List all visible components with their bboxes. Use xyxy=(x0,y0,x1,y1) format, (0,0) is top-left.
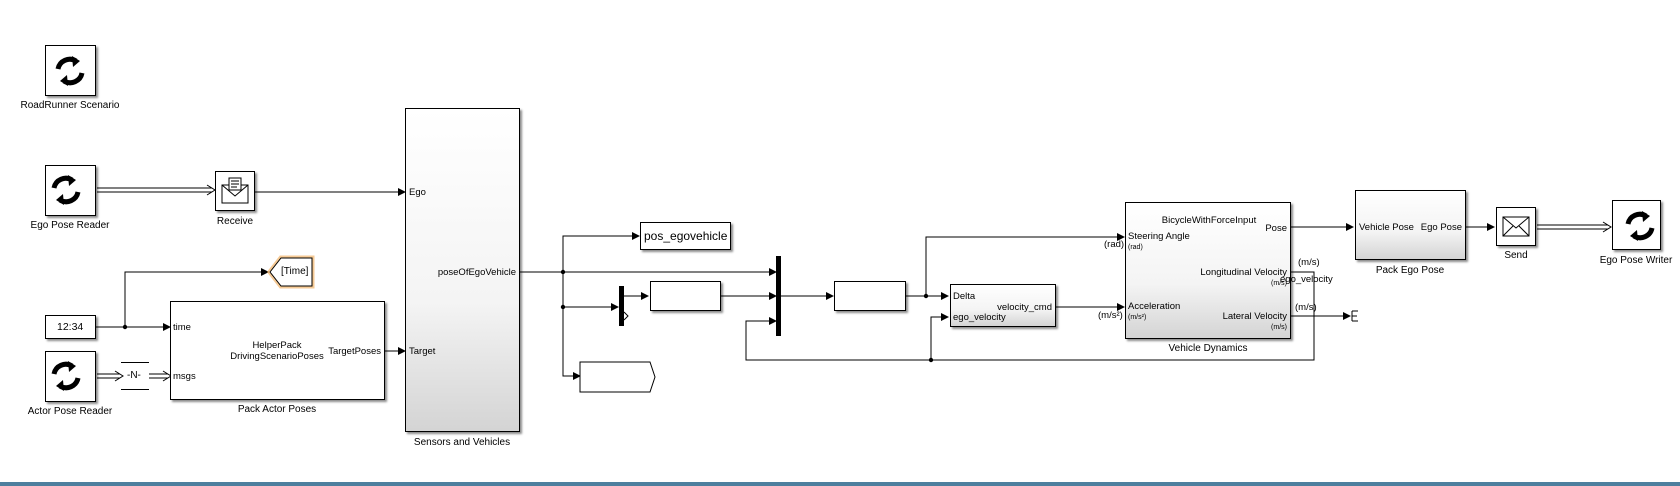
receive-block[interactable] xyxy=(215,171,255,211)
signal-mux-to-controller[interactable] xyxy=(781,233,1125,311)
vehicle-dynamics-title: BicycleWithForceInput xyxy=(1161,215,1257,226)
ego-pose-reader-icon xyxy=(51,175,81,205)
vd-in-steering: Steering Angle xyxy=(1128,231,1190,242)
pack-actor-poses-in-msgs: msgs xyxy=(173,371,196,382)
ego-pose-reader-block[interactable] xyxy=(45,165,96,216)
time-goto-label: [Time] xyxy=(281,266,309,277)
sensors-out-pose: poseOfEgoVehicle xyxy=(437,267,516,278)
roadrunner-scenario-block[interactable] xyxy=(45,45,96,96)
pack-ego-pose-label: Pack Ego Pose xyxy=(1375,265,1445,276)
pack-ego-pose-block[interactable]: Vehicle Pose Ego Pose xyxy=(1355,190,1466,260)
subsystem-block-a[interactable] xyxy=(650,281,721,311)
sensors-in-ego: Ego xyxy=(409,187,426,198)
signal-pose-of-ego[interactable] xyxy=(520,232,777,380)
actor-pose-reader-icon xyxy=(51,361,81,391)
ego-pose-writer-block[interactable] xyxy=(1612,200,1661,250)
pack-actor-poses-in-time: time xyxy=(173,322,191,333)
controller-in-delta: Delta xyxy=(953,291,976,302)
demux-bar[interactable] xyxy=(619,286,624,326)
vd-in-accel-unit: (m/s²) xyxy=(1128,314,1147,321)
n-block-value: -N- xyxy=(127,370,141,381)
controller-out-velocity-cmd: velocity_cmd xyxy=(997,302,1052,313)
pack-ego-pose-out: Ego Pose xyxy=(1420,222,1462,233)
vd-in-steering-unit: (rad) xyxy=(1128,244,1143,251)
receive-label: Receive xyxy=(216,216,254,227)
pack-actor-poses-title-2: DrivingScenarioPoses xyxy=(230,351,324,362)
n-block[interactable]: -N- xyxy=(121,362,149,390)
signal-lat-unit: (m/s) xyxy=(1295,302,1317,313)
vehicle-dynamics-block[interactable]: BicycleWithForceInput Steering Angle (ra… xyxy=(1125,202,1291,339)
pos-egovehicle-block[interactable]: pos_egovehicle xyxy=(640,222,731,250)
vd-out-longitudinal: Longitudinal Velocity xyxy=(1200,267,1287,278)
status-bar xyxy=(0,482,1680,486)
controller-in-ego-velocity: ego_velocity xyxy=(953,312,1006,323)
vd-out-long-unit: (m/s) xyxy=(1271,280,1287,287)
pack-actor-poses-block[interactable]: time msgs HelperPack DrivingScenarioPose… xyxy=(170,301,385,400)
ego-pose-writer-label: Ego Pose Writer xyxy=(1599,255,1673,266)
vd-out-pose: Pose xyxy=(1265,223,1287,234)
pack-ego-pose-in: Vehicle Pose xyxy=(1359,222,1414,233)
envelope-icon xyxy=(221,177,249,204)
signal-steer-unit: (rad) xyxy=(1104,239,1125,250)
pos-egovehicle-value: pos_egovehicle xyxy=(644,229,728,243)
send-label: Send xyxy=(1504,250,1528,261)
signal-velocity-feedback[interactable] xyxy=(745,271,1351,361)
pack-actor-poses-label: Pack Actor Poses xyxy=(237,404,317,415)
subsystem-block-b[interactable] xyxy=(834,281,906,311)
ego-pose-writer-icon xyxy=(1625,211,1655,241)
time-goto-shape[interactable] xyxy=(266,255,315,289)
signal-pose-to-writer[interactable] xyxy=(1291,221,1612,233)
signal-clock-to-time[interactable] xyxy=(96,268,269,331)
clock-block[interactable]: 12:34 xyxy=(45,315,96,339)
send-block[interactable] xyxy=(1496,207,1536,246)
send-envelope-icon xyxy=(1502,216,1530,237)
sensors-and-vehicles-block[interactable]: Ego Target poseOfEgoVehicle xyxy=(405,108,520,432)
controller-block[interactable]: Delta ego_velocity velocity_cmd xyxy=(950,284,1056,327)
bus-ego-to-receive[interactable] xyxy=(97,184,216,196)
vd-out-lateral: Lateral Velocity xyxy=(1222,311,1287,322)
terminator xyxy=(1351,310,1358,322)
actor-pose-reader-block[interactable] xyxy=(45,351,96,402)
sensors-and-vehicles-label: Sensors and Vehicles xyxy=(413,437,511,448)
pack-actor-poses-title-1: HelperPack xyxy=(252,340,302,351)
mux-bar-main[interactable] xyxy=(776,256,781,336)
signal-ego-velocity: ego_velocity xyxy=(1280,274,1333,285)
sensors-in-target: Target xyxy=(409,346,436,357)
actor-pose-reader-label: Actor Pose Reader xyxy=(27,406,113,417)
vehicle-dynamics-label: Vehicle Dynamics xyxy=(1168,343,1248,354)
vd-in-acceleration: Acceleration xyxy=(1128,301,1181,312)
small-outport-shape[interactable] xyxy=(579,361,656,393)
pack-actor-poses-out: TargetPoses xyxy=(328,346,381,357)
roadrunner-scenario-label: RoadRunner Scenario xyxy=(20,100,120,111)
ego-pose-reader-label: Ego Pose Reader xyxy=(30,220,110,231)
signal-accel-unit: (m/s²) xyxy=(1098,310,1123,321)
signal-long-unit: (m/s) xyxy=(1298,257,1320,268)
clock-value: 12:34 xyxy=(57,321,84,333)
vd-out-lat-unit: (m/s) xyxy=(1271,324,1287,331)
roadrunner-scenario-icon xyxy=(55,56,85,86)
